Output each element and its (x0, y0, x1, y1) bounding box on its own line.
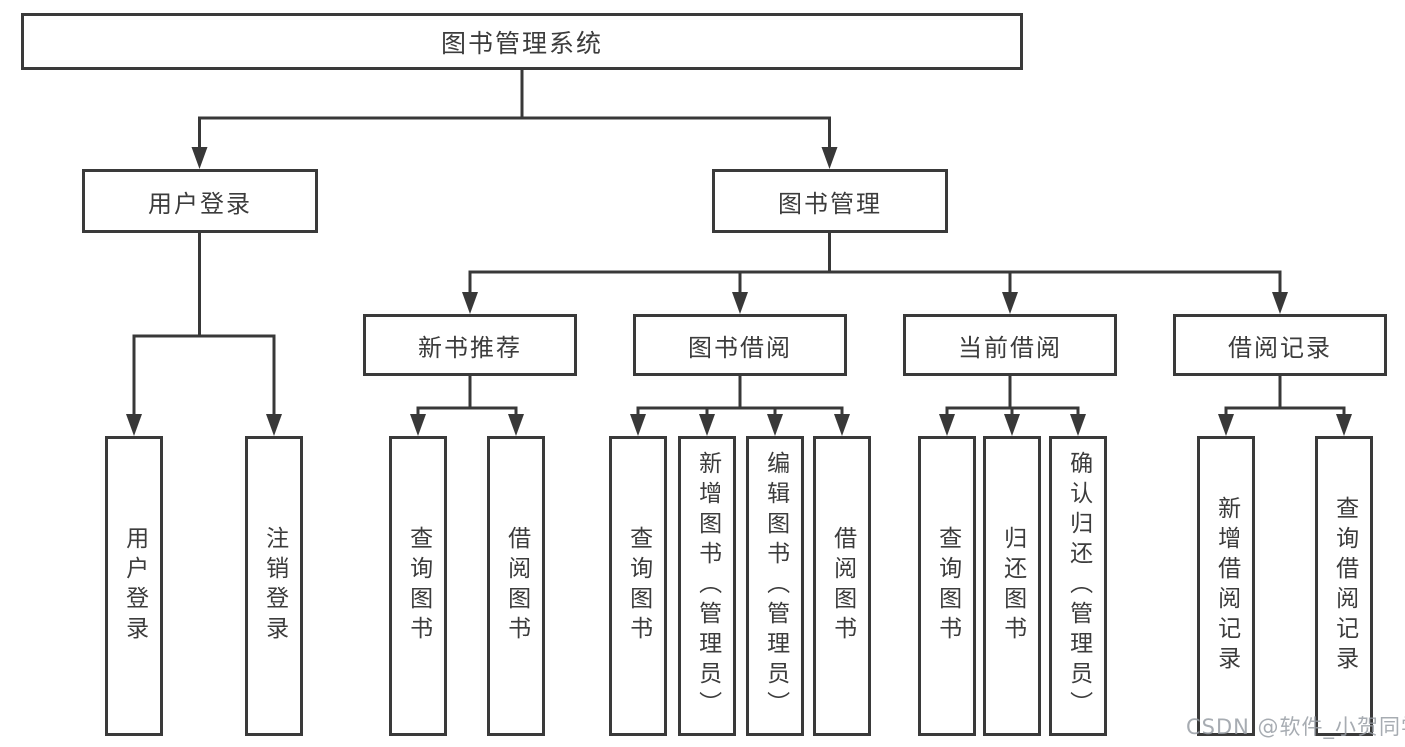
leaf-borrow-books-borrow-label: 借阅图书 (829, 526, 856, 646)
node-new-book-recommend: 新书推荐 (363, 314, 577, 376)
node-current-borrowing: 当前借阅 (903, 314, 1117, 376)
leaf-add-book-admin-label: 新增图书（管理员） (694, 451, 721, 721)
leaf-query-books-borrow: 查询图书 (609, 436, 667, 736)
node-borrow-records-label: 借阅记录 (1228, 333, 1332, 362)
node-new-book-recommend-label: 新书推荐 (418, 333, 522, 362)
leaf-query-borrow-record: 查询借阅记录 (1315, 436, 1373, 736)
leaf-query-books-current: 查询图书 (918, 436, 976, 736)
node-book-borrowing-label: 图书借阅 (688, 333, 792, 362)
leaf-logout-label: 注销登录 (261, 526, 288, 646)
node-borrow-records: 借阅记录 (1173, 314, 1387, 376)
node-book-borrowing: 图书借阅 (633, 314, 847, 376)
leaf-logout: 注销登录 (245, 436, 303, 736)
leaf-add-book-admin: 新增图书（管理员） (678, 436, 736, 736)
arrowheads (126, 147, 1352, 436)
node-book-management-label: 图书管理 (778, 189, 882, 218)
leaf-borrow-books-borrow: 借阅图书 (813, 436, 871, 736)
leaf-query-books-borrow-label: 查询图书 (625, 526, 652, 646)
leaf-confirm-return-admin: 确认归还（管理员） (1049, 436, 1107, 736)
node-root-label: 图书管理系统 (440, 28, 603, 58)
leaf-add-borrow-record: 新增借阅记录 (1197, 436, 1255, 736)
leaf-borrow-books-newbook-label: 借阅图书 (503, 526, 530, 646)
watermark: CSDN @软件_小贺同学 (1186, 715, 1405, 739)
node-user-login-label: 用户登录 (148, 189, 252, 218)
node-book-management: 图书管理 (712, 169, 948, 233)
leaf-borrow-books-newbook: 借阅图书 (487, 436, 545, 736)
edge-lines (132, 66, 1346, 417)
leaf-add-borrow-record-label: 新增借阅记录 (1213, 496, 1240, 676)
leaf-query-books-newbook: 查询图书 (389, 436, 447, 736)
node-user-login: 用户登录 (82, 169, 318, 233)
leaf-return-books-label: 归还图书 (999, 526, 1026, 646)
leaf-query-books-newbook-label: 查询图书 (405, 526, 432, 646)
leaf-query-books-current-label: 查询图书 (934, 526, 961, 646)
leaf-user-login-label: 用户登录 (121, 526, 148, 646)
leaf-user-login: 用户登录 (105, 436, 163, 736)
leaf-query-borrow-record-label: 查询借阅记录 (1331, 496, 1358, 676)
leaf-edit-book-admin: 编辑图书（管理员） (746, 436, 804, 736)
leaf-return-books: 归还图书 (983, 436, 1041, 736)
node-root: 图书管理系统 (21, 13, 1023, 70)
leaf-confirm-return-admin-label: 确认归还（管理员） (1065, 451, 1092, 721)
node-current-borrowing-label: 当前借阅 (958, 333, 1062, 362)
leaf-edit-book-admin-label: 编辑图书（管理员） (762, 451, 789, 721)
